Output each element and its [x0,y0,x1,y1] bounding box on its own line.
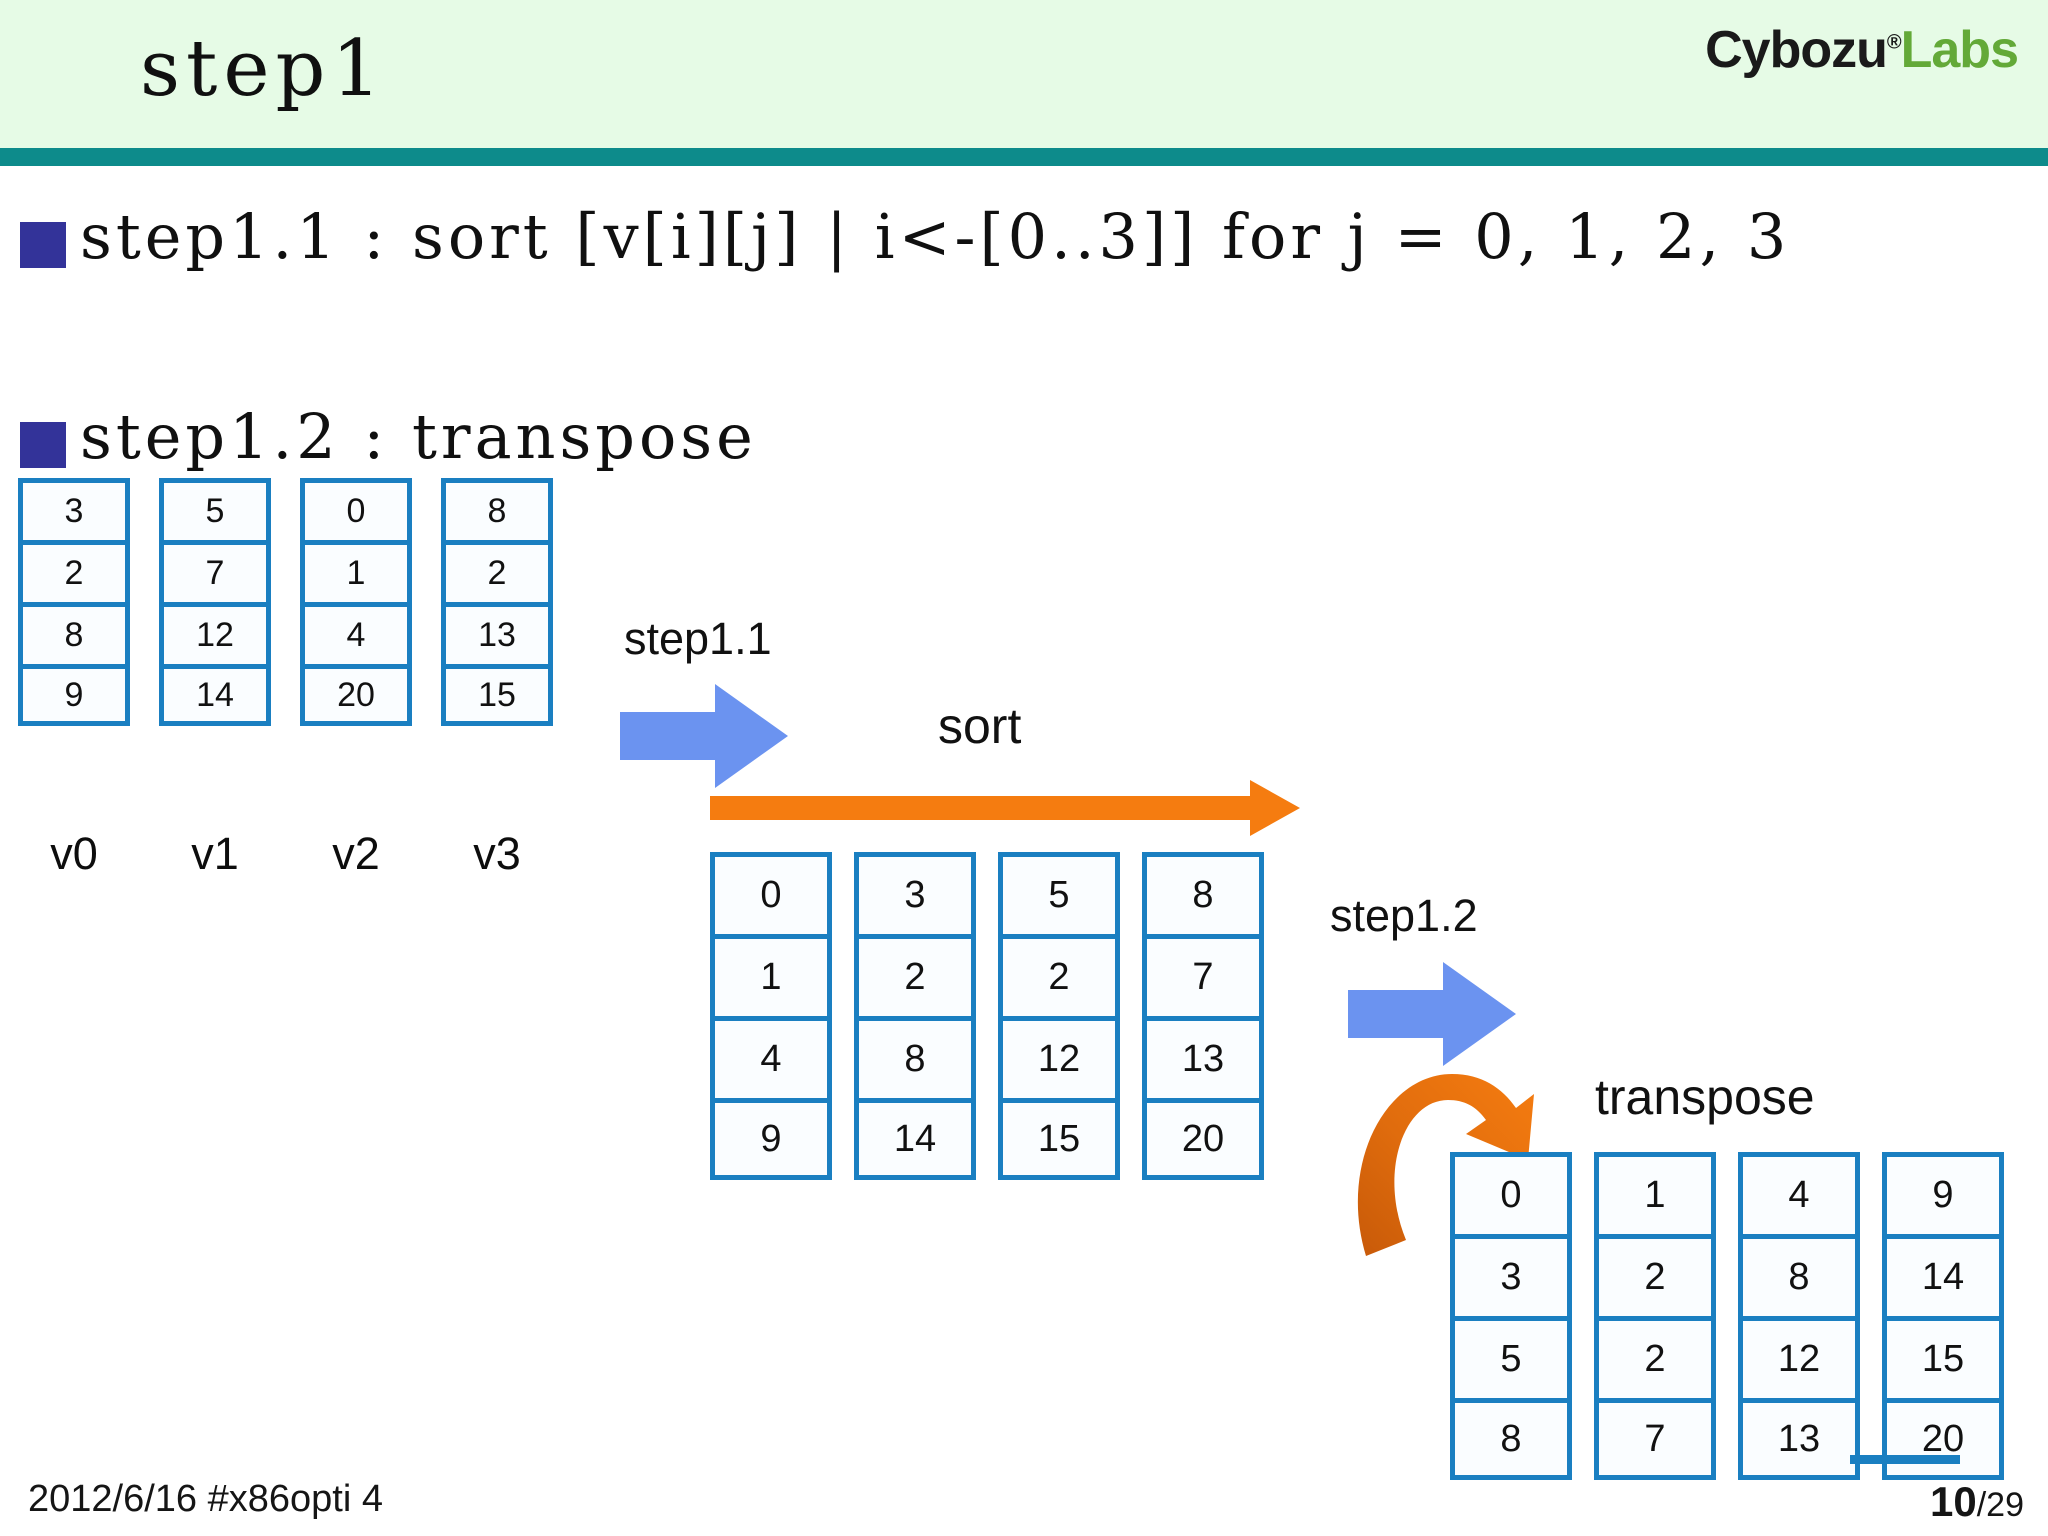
footer-left-text: 2012/6/16 #x86opti 4 [28,1478,383,1520]
array-cell: 15 [441,664,553,726]
array-cell: 3 [18,478,130,540]
array-cell: 20 [1142,1098,1264,1180]
array-cell: 2 [441,540,553,602]
array-cell: 0 [300,478,412,540]
page-title: step1 [140,24,388,114]
array-cell: 3 [1450,1234,1572,1316]
bullet-text-2: step1.2 : transpose [80,400,757,473]
array-cell: 8 [18,602,130,664]
array-column: 8 7 13 20 [1142,852,1264,1180]
header-band [0,0,2048,148]
array-cell: 0 [1450,1152,1572,1234]
array-cell: 20 [1882,1398,2004,1480]
array-column: 1 2 2 7 [1594,1152,1716,1480]
array-cell: 9 [18,664,130,726]
array-cell: 9 [1882,1152,2004,1234]
logo-text-labs: Labs [1900,21,2019,79]
page-number-current: 10 [1930,1478,1977,1525]
array-cell: 5 [159,478,271,540]
array-column: 0 3 5 8 [1450,1152,1572,1480]
bullet-item-1: step1.1 : sort [v[i][j] | i<-[0..3]] for… [20,200,2030,273]
array-cell: 13 [1142,1016,1264,1098]
array-column: 5 7 12 14 [159,478,271,726]
sort-label: sort [938,698,1022,754]
array-cell: 20 [300,664,412,726]
array-group-input: 3 2 8 9 5 7 12 14 0 1 4 20 8 2 13 15 [18,478,553,726]
footer-page-indicator: 10/29 [1930,1478,2024,1526]
array-cell: 8 [1738,1234,1860,1316]
array-cell: 2 [1594,1234,1716,1316]
array-cell: 4 [1738,1152,1860,1234]
array-cell: 1 [1594,1152,1716,1234]
array-cell: 14 [1882,1234,2004,1316]
array-cell: 4 [710,1016,832,1098]
array-label-v2: v2 [332,828,380,879]
array-label-v1: v1 [191,828,239,879]
step12-label: step1.2 [1330,890,1478,941]
array-cell: 9 [710,1098,832,1180]
array-cell: 2 [998,934,1120,1016]
array-column: 5 2 12 15 [998,852,1120,1180]
bullet-square-icon [20,222,66,268]
bullet-item-2: step1.2 : transpose [20,400,1420,473]
array-cell: 7 [1142,934,1264,1016]
transpose-curved-arrow-icon [1357,1074,1534,1256]
array-cell: 2 [18,540,130,602]
header-divider-rule [0,148,2048,166]
array-cell: 8 [1142,852,1264,934]
array-cell: 13 [1738,1398,1860,1480]
array-column: 4 8 12 13 [1738,1152,1860,1480]
array-cell: 2 [1594,1316,1716,1398]
array-label-v3: v3 [473,828,521,879]
array-cell: 8 [441,478,553,540]
array-cell: 1 [710,934,832,1016]
array-cell: 0 [710,852,832,934]
blue-right-arrow-icon [620,684,788,788]
array-column: 0 1 4 9 [710,852,832,1180]
transpose-label: transpose [1595,1069,1815,1125]
array-column: 3 2 8 9 [18,478,130,726]
array-cell: 5 [1450,1316,1572,1398]
page-number-total: /29 [1976,1486,2024,1524]
array-cell: 14 [854,1098,976,1180]
array-cell: 7 [1594,1398,1716,1480]
array-cell: 4 [300,602,412,664]
array-label-v0: v0 [50,828,98,879]
array-group-sorted: 0 1 4 9 3 2 8 14 5 2 12 15 8 7 13 20 [710,852,1264,1180]
logo-registered-icon: ® [1886,31,1902,54]
array-column: 8 2 13 15 [441,478,553,726]
array-column: 0 1 4 20 [300,478,412,726]
logo-text-cybozu: Cybozu [1705,21,1888,79]
array-cell: 12 [159,602,271,664]
array-cell: 15 [1882,1316,2004,1398]
array-column: 9 14 15 20 [1882,1152,2004,1480]
array-cell: 12 [1738,1316,1860,1398]
array-cell: 13 [441,602,553,664]
array-cell: 8 [1450,1398,1572,1480]
array-column-labels: v0 v1 v2 v3 [18,828,553,880]
array-column: 3 2 8 14 [854,852,976,1180]
step11-label: step1.1 [624,613,772,664]
array-cell: 5 [998,852,1120,934]
footer-accent-bar [1850,1455,1960,1464]
array-cell: 7 [159,540,271,602]
array-group-transposed: 0 3 5 8 1 2 2 7 4 8 12 13 9 14 15 20 [1450,1152,2004,1480]
cybozu-labs-logo: Cybozu®Labs [1705,20,2019,80]
array-cell: 15 [998,1098,1120,1180]
array-cell: 2 [854,934,976,1016]
array-cell: 14 [159,664,271,726]
array-cell: 1 [300,540,412,602]
blue-right-arrow-icon [1348,962,1516,1066]
array-cell: 8 [854,1016,976,1098]
sort-flow-arrow-icon [710,780,1300,836]
bullet-square-icon [20,422,66,468]
bullet-text-1: step1.1 : sort [v[i][j] | i<-[0..3]] for… [80,200,1791,273]
array-cell: 12 [998,1016,1120,1098]
array-cell: 3 [854,852,976,934]
